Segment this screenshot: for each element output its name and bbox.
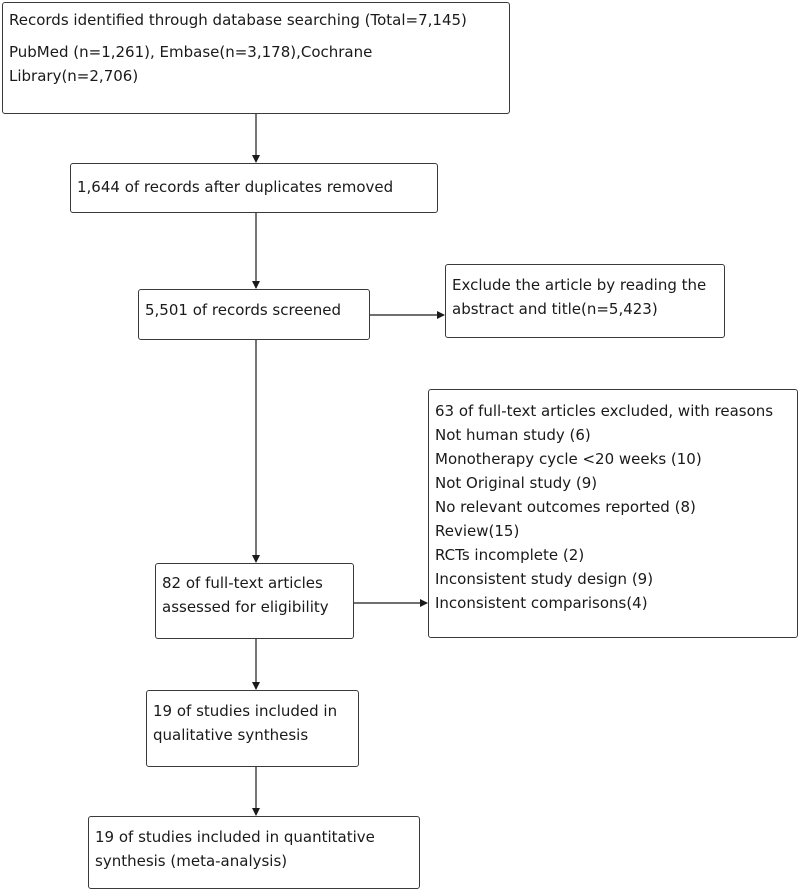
excluded-by-abstract-line2: abstract and title(n=5,423) <box>452 300 658 318</box>
records-screened-box: 5,501 of records screened <box>138 289 370 340</box>
fulltext-excluded-box: 63 of full-text articles excluded, with … <box>428 389 798 638</box>
exclusion-reason: No relevant outcomes reported (8) <box>435 498 696 516</box>
after-duplicates-box: 1,644 of records after duplicates remove… <box>70 163 438 213</box>
quantitative-synthesis-line2: synthesis (meta-analysis) <box>95 852 288 870</box>
exclusion-reason: RCTs incomplete (2) <box>435 546 585 564</box>
records-identified-title: Records identified through database sear… <box>9 11 467 29</box>
database-sources-line2: Library(n=2,706) <box>9 67 139 85</box>
quantitative-synthesis-line1: 19 of studies included in quantitative <box>95 828 375 846</box>
exclusion-reason: Inconsistent study design (9) <box>435 570 654 588</box>
exclusion-reason: Inconsistent comparisons(4) <box>435 594 648 612</box>
fulltext-assessed-line2: assessed for eligibility <box>162 598 329 616</box>
records-screened-text: 5,501 of records screened <box>145 301 342 319</box>
database-sources-line1: PubMed (n=1,261), Embase(n=3,178),Cochra… <box>9 43 373 61</box>
quantitative-synthesis-box: 19 of studies included in quantitative s… <box>88 816 420 889</box>
exclusion-reason: Not human study (6) <box>435 426 591 444</box>
fulltext-assessed-box: 82 of full-text articles assessed for el… <box>155 563 354 639</box>
qualitative-synthesis-line1: 19 of studies included in <box>153 702 338 720</box>
exclusion-reason: Review(15) <box>435 522 520 540</box>
fulltext-excluded-title: 63 of full-text articles excluded, with … <box>435 402 774 420</box>
excluded-by-abstract-box: Exclude the article by reading the abstr… <box>445 264 725 338</box>
exclusion-reason: Not Original study (9) <box>435 474 598 492</box>
qualitative-synthesis-box: 19 of studies included in qualitative sy… <box>146 690 359 767</box>
qualitative-synthesis-line2: qualitative synthesis <box>153 726 309 744</box>
exclusion-reason: Monotherapy cycle <20 weeks (10) <box>435 450 702 468</box>
after-duplicates-text: 1,644 of records after duplicates remove… <box>77 178 394 196</box>
excluded-by-abstract-line1: Exclude the article by reading the <box>452 276 707 294</box>
records-identified-box: Records identified through database sear… <box>2 2 510 114</box>
fulltext-assessed-line1: 82 of full-text articles <box>162 574 323 592</box>
